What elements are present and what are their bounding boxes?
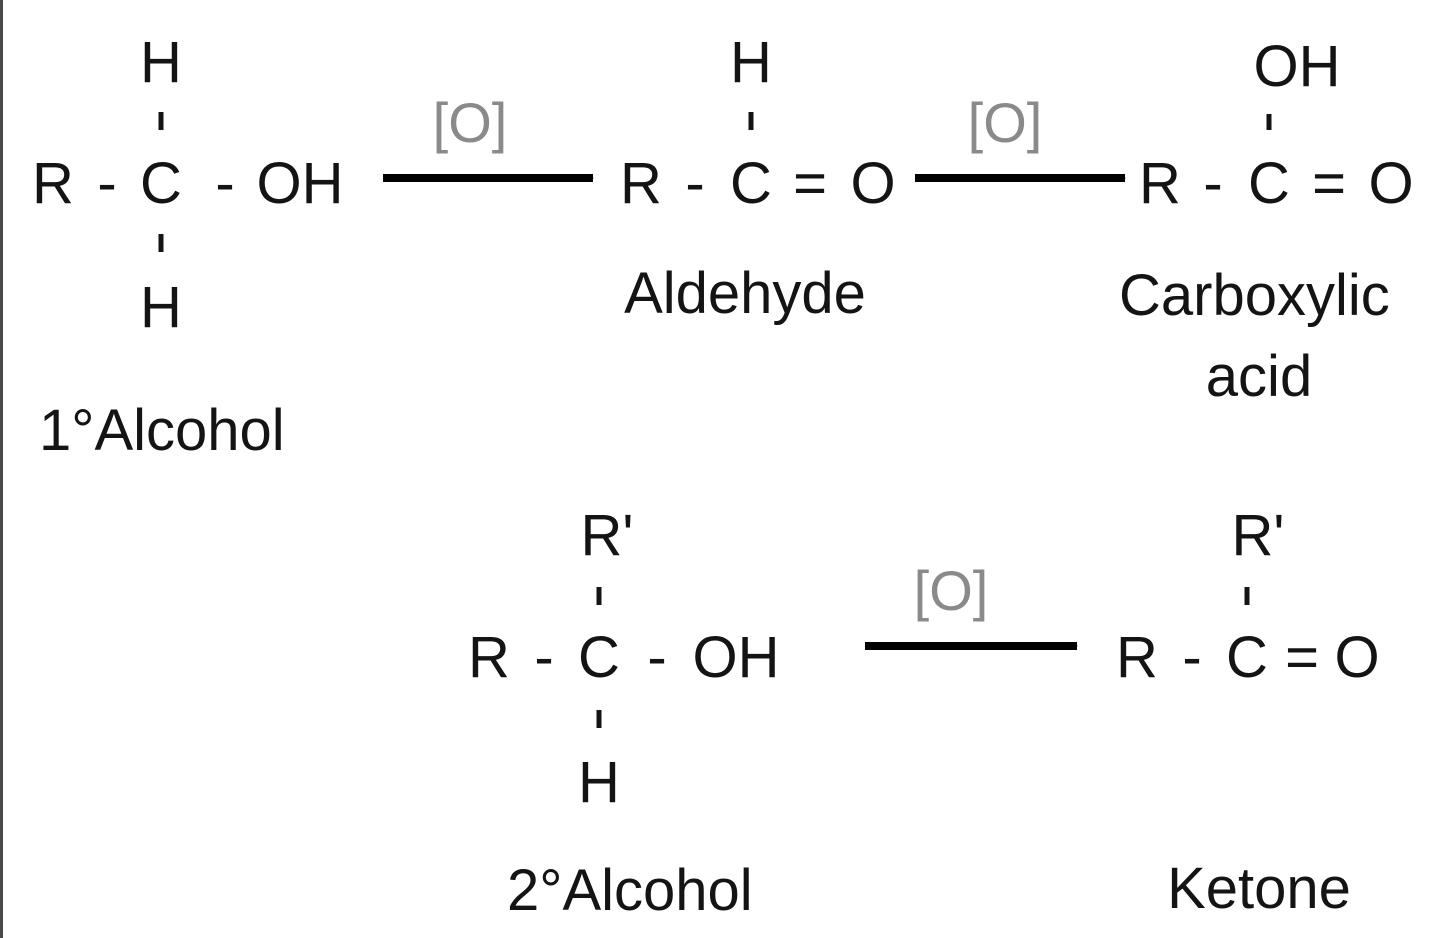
atom-h-bottom: H — [140, 275, 182, 340]
atom-c: C — [578, 625, 620, 690]
bond-single: - — [215, 151, 234, 216]
bond-single: - — [1203, 151, 1222, 216]
label-ketone: Ketone — [1167, 856, 1351, 921]
atom-o: O — [1334, 625, 1379, 690]
arrow-oxidation-2: [O] — [915, 91, 1126, 182]
atom-r: R — [1116, 625, 1158, 690]
bond-double: = — [1285, 625, 1319, 690]
atom-oh-top: OH — [1254, 34, 1341, 99]
arrow-oxidation-1: [O] — [383, 91, 594, 182]
label-carboxylic-acid-line2: acid — [1206, 344, 1312, 409]
reagent-label: [O] — [914, 559, 989, 622]
primary-alcohol-structure: H R - C - OH H 1°Alcohol — [32, 30, 343, 463]
bond-single: - — [97, 151, 116, 216]
atom-r: R — [1139, 151, 1181, 216]
reagent-label: [O] — [433, 91, 508, 154]
atom-oh: OH — [693, 625, 780, 690]
atom-r-prime: R' — [581, 503, 634, 568]
atom-h-top: H — [140, 30, 182, 95]
atom-oh: OH — [257, 151, 344, 216]
reaction-scheme: H R - C - OH H 1°Alcohol [O] H R - C = O… — [32, 30, 1414, 923]
label-primary-alcohol: 1°Alcohol — [39, 398, 285, 463]
bond-double: = — [793, 151, 827, 216]
atom-r-prime: R' — [1232, 503, 1285, 568]
atom-c: C — [1226, 625, 1268, 690]
atom-c: C — [140, 151, 182, 216]
bond-double: = — [1312, 151, 1346, 216]
label-carboxylic-acid-line1: Carboxylic — [1119, 263, 1390, 328]
ketone-structure: R' R - C = O Ketone — [1116, 503, 1380, 921]
atom-o: O — [850, 151, 895, 216]
reagent-label: [O] — [968, 91, 1043, 154]
carboxylic-acid-structure: OH R - C = O Carboxylic acid — [1119, 34, 1414, 409]
atom-h-bottom: H — [578, 750, 620, 815]
label-secondary-alcohol: 2°Alcohol — [507, 858, 753, 923]
atom-o: O — [1368, 151, 1413, 216]
bond-single: - — [534, 625, 553, 690]
aldehyde-structure: H R - C = O Aldehyde — [620, 30, 896, 326]
atom-c: C — [730, 151, 772, 216]
atom-h-top: H — [730, 30, 772, 95]
atom-c: C — [1248, 151, 1290, 216]
bond-single: - — [647, 625, 666, 690]
atom-r: R — [32, 151, 74, 216]
arrow-oxidation-3: [O] — [865, 559, 1078, 650]
bond-single: - — [1182, 625, 1201, 690]
bond-single: - — [685, 151, 704, 216]
atom-r: R — [468, 625, 510, 690]
secondary-alcohol-structure: R' R - C - OH H 2°Alcohol — [468, 503, 779, 923]
label-aldehyde: Aldehyde — [624, 261, 866, 326]
atom-r: R — [620, 151, 662, 216]
